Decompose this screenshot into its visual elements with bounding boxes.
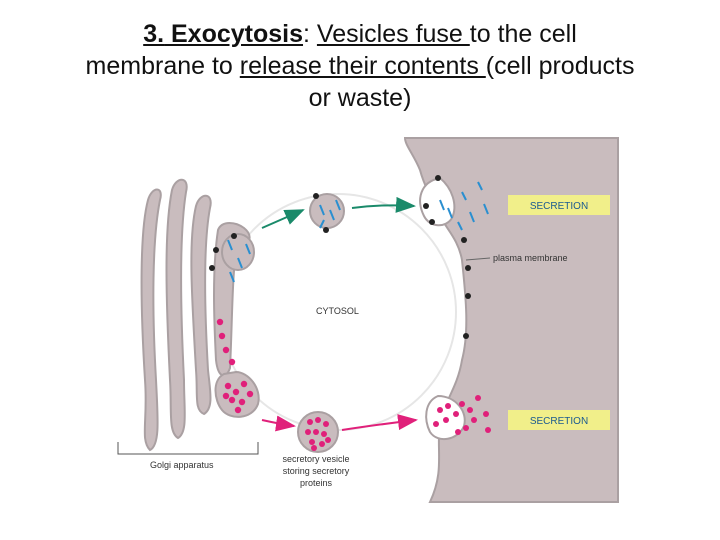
- receptor-dot: [465, 293, 471, 299]
- protein-dash: [329, 209, 335, 221]
- label-cytosol: CYTOSOL: [316, 306, 359, 316]
- label-secretory-vesicle-2: storing secretory: [283, 466, 350, 476]
- label-plasma-membrane: plasma membrane: [493, 253, 568, 263]
- title-term-word: Exocytosis: [171, 20, 304, 48]
- secretory-particle: [246, 390, 254, 398]
- arrow-golgi-to-vesicle: [261, 209, 305, 229]
- secretion-top-box: [508, 195, 610, 215]
- secreted-particle: [475, 395, 481, 401]
- receptor-dot: [209, 265, 215, 271]
- protein-dash: [447, 207, 453, 219]
- title-or-waste: or waste): [308, 84, 412, 112]
- secretory-particle: [313, 429, 319, 435]
- secreted-particle: [433, 421, 439, 427]
- secreted-particle: [483, 411, 489, 417]
- secreted-particle: [437, 407, 443, 413]
- receptor-dot: [461, 237, 467, 243]
- title-line-1: 3. Exocytosis: Vesicles fuse to the cell: [0, 18, 720, 50]
- secreted-particle: [463, 425, 469, 431]
- title-vesicles-fuse: Vesicles fuse: [316, 20, 470, 48]
- golgi-bracket: [117, 442, 259, 455]
- secretory-particle: [325, 437, 331, 443]
- title-number: 3.: [143, 20, 165, 48]
- secreted-particle: [455, 429, 461, 435]
- protein-dash: [457, 221, 463, 231]
- secretory-particle: [307, 419, 313, 425]
- secretion-bottom-box: [508, 410, 610, 430]
- protein-dash: [477, 181, 483, 191]
- secretory-particle: [305, 429, 311, 435]
- receptor-dot: [213, 247, 219, 253]
- secretory-particle: [228, 396, 236, 404]
- title-release-contents: release their contents: [239, 52, 486, 80]
- receptor-dot: [423, 203, 429, 209]
- slide-title: 3. Exocytosis: Vesicles fuse to the cell…: [0, 18, 720, 114]
- title-colon: :: [303, 20, 310, 48]
- protein-dash: [227, 239, 233, 251]
- secreted-particle: [453, 411, 459, 417]
- receptor-dot: [435, 175, 441, 181]
- molecule-markers: [209, 175, 491, 451]
- title-line-2: membrane to release their contents (cell…: [0, 50, 720, 82]
- plasma-membrane-pointer: [465, 257, 491, 261]
- secretory-particle: [216, 318, 224, 326]
- secretory-particle: [311, 445, 317, 451]
- secretory-particle: [222, 346, 230, 354]
- secretory-particle: [319, 441, 325, 447]
- secretory-particle: [222, 392, 230, 400]
- title-to-cell: to the cell: [469, 20, 577, 48]
- title-line-3: or waste): [0, 82, 720, 114]
- secreted-particle: [485, 427, 491, 433]
- secretory-particle: [238, 398, 246, 406]
- receptor-dot: [231, 233, 237, 239]
- receptor-dot: [313, 193, 319, 199]
- protein-dash: [461, 191, 467, 201]
- secreted-particle: [445, 403, 451, 409]
- arrow-vesicle-to-membrane: [351, 196, 416, 213]
- protein-dash: [237, 257, 243, 269]
- label-golgi-apparatus: Golgi apparatus: [150, 460, 214, 470]
- secretory-particle: [224, 382, 232, 390]
- secretory-particle: [321, 431, 327, 437]
- receptor-dot: [429, 219, 435, 225]
- title-cell-products: (cell products: [485, 52, 635, 80]
- arrow-golgi-to-secretory-vesicle: [261, 415, 296, 432]
- transport-vesicle-top: [309, 193, 345, 229]
- secretory-particle: [240, 380, 248, 388]
- secretory-particle: [309, 439, 315, 445]
- protein-dash: [439, 199, 445, 211]
- secreted-particle: [443, 417, 449, 423]
- receptor-dot: [465, 265, 471, 271]
- title-membrane-to: membrane to: [85, 52, 240, 80]
- secretory-particle: [232, 388, 240, 396]
- protein-dash: [335, 199, 341, 211]
- protein-dash: [229, 271, 235, 283]
- secreted-particle: [471, 417, 477, 423]
- receptor-dot: [463, 333, 469, 339]
- receptor-dot: [323, 227, 329, 233]
- protein-dash: [245, 243, 251, 255]
- label-secretion-top: SECRETION: [530, 201, 588, 212]
- title-term: 3. Exocytosis: [143, 20, 303, 48]
- protein-dash: [319, 204, 325, 216]
- secretory-particle: [234, 406, 242, 414]
- secretory-particle: [228, 358, 236, 366]
- secreted-particle: [459, 401, 465, 407]
- label-secretory-vesicle-3: proteins: [300, 478, 333, 488]
- secretory-particle: [323, 421, 329, 427]
- protein-dash: [483, 203, 489, 215]
- protein-dash: [469, 211, 475, 223]
- secretory-particle: [218, 332, 226, 340]
- protein-dash: [319, 219, 325, 229]
- secreted-particle: [467, 407, 473, 413]
- secretory-particle: [315, 417, 321, 423]
- exocytosis-pocket-top: [419, 176, 456, 227]
- label-secretion-bottom: SECRETION: [530, 416, 588, 427]
- label-secretory-vesicle-1: secretory vesicle: [282, 454, 349, 464]
- arrow-secretory-to-membrane: [341, 414, 418, 431]
